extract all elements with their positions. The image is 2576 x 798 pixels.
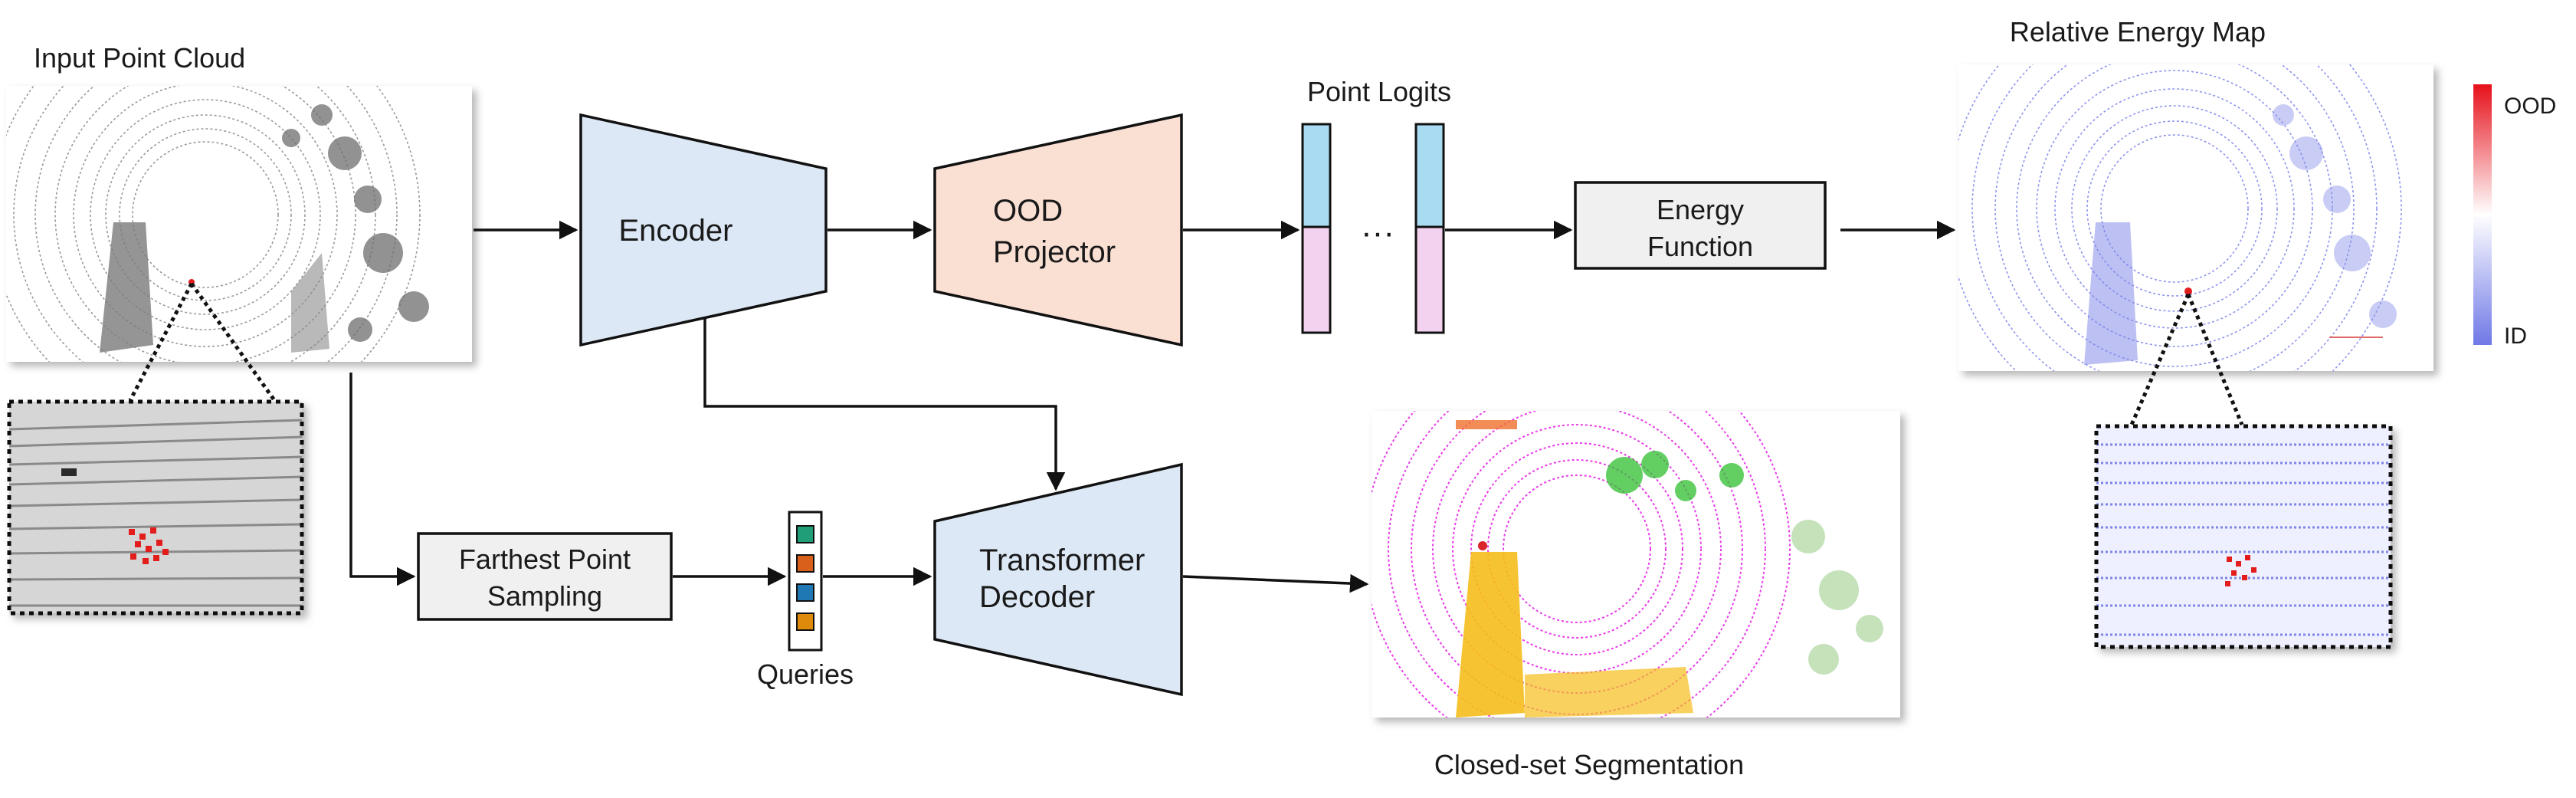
energy-callout-line-right [2186, 294, 2244, 425]
energy-function-box [1574, 181, 1827, 270]
point-logits-label: Point Logits [1307, 76, 1451, 107]
query-token-2 [796, 554, 814, 573]
ood-projector-label-line1: OOD [993, 194, 1063, 228]
query-token-1 [796, 525, 814, 543]
relative-energy-map-label: Relative Energy Map [2010, 16, 2266, 48]
colorbar-top-label: OOD [2504, 94, 2556, 119]
logits-ellipsis: ··· [1361, 214, 1395, 251]
input-point-cloud-label: Input Point Cloud [34, 42, 245, 74]
arrow-decoder-to-segmentation [1182, 573, 1369, 593]
farthest-point-sampling-box [417, 532, 673, 621]
energy-zoom-inset [2094, 424, 2393, 649]
energy-function-label-line1: Energy [1657, 194, 1744, 225]
transformer-decoder-block [933, 462, 1183, 697]
fps-label-line2: Sampling [487, 580, 602, 612]
decoder-label-line2: Decoder [979, 580, 1095, 614]
input-zoom-inset [7, 399, 304, 616]
queries-label: Queries [757, 658, 854, 690]
colorbar-bottom-label: ID [2504, 323, 2527, 349]
closed-set-segmentation-image [1372, 411, 1900, 718]
zoom-callout-line-right [189, 282, 277, 402]
decoder-label-line1: Transformer [979, 543, 1145, 577]
encoder-block [579, 113, 828, 347]
ood-projector-label-line2: Projector [993, 235, 1116, 269]
energy-function-label-line2: Function [1647, 231, 1753, 262]
energy-colorbar [2473, 84, 2492, 345]
fps-label-line1: Farthest Point [459, 543, 631, 575]
relative-energy-map-image [1958, 64, 2433, 371]
closed-set-segmentation-label: Closed-set Segmentation [1434, 749, 1744, 780]
energy-callout-line-left [2129, 294, 2191, 425]
arrow-encoder-to-decoder [703, 319, 1066, 491]
zoom-callout-line-left [128, 282, 194, 402]
point-logit-vector-1 [1301, 123, 1332, 334]
input-point-cloud-image [6, 86, 472, 362]
ood-projector-block [933, 113, 1183, 347]
query-token-4 [796, 612, 814, 631]
point-logit-vector-2 [1414, 123, 1445, 334]
encoder-label: Encoder [619, 214, 733, 248]
arrow-input-to-fps [349, 373, 416, 586]
query-token-3 [796, 583, 814, 602]
